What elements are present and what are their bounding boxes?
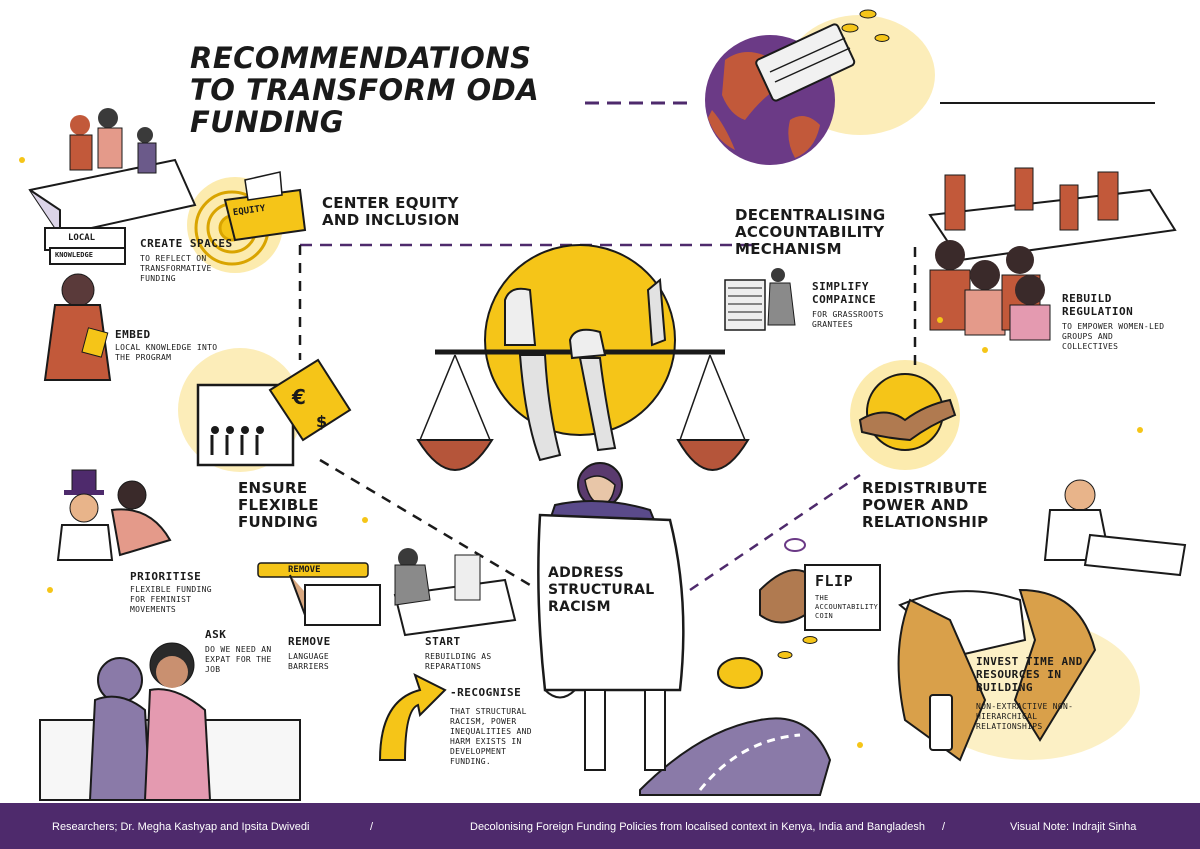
- theme-ensure-flexible: ENSURE FLEXIBLE FUNDING: [238, 479, 319, 531]
- note-start-text: REBUILDING AS REPARATIONS: [425, 652, 492, 671]
- equity-target-icon: [194, 171, 307, 266]
- prioritise-people-icon: [56, 469, 172, 561]
- redistribute-connector: [689, 473, 861, 592]
- theme-decentralising: DECENTRALISING ACCOUNTABILITY MECHANISM: [735, 206, 886, 258]
- footer-visual-note: Visual Note: Indrajit Sinha: [1010, 821, 1137, 833]
- rebuild-regulation-icon: [928, 167, 1177, 341]
- piggy-road-icon: [584, 636, 832, 796]
- note-simplify-text: FOR GRASSROOTS GRANTEES: [812, 310, 884, 329]
- note-remove-text: LANGUAGE BARRIERS: [288, 652, 329, 671]
- dot: [19, 157, 25, 163]
- note-ask: ASK DO WE NEED AN EXPAT FOR THE JOB: [205, 628, 290, 675]
- dollar-sign-icon: $: [316, 412, 328, 431]
- theme-address-racism: ADDRESS STRUCTURAL RACISM: [548, 565, 655, 615]
- remove-bar-label: REMOVE: [288, 565, 321, 575]
- note-prioritise-title: PRIORITISE: [130, 570, 202, 583]
- handshake-icon: [858, 373, 957, 451]
- note-remove-title: REMOVE: [288, 635, 331, 648]
- page-title: RECOMMENDATIONS TO TRANSFORM ODA FUNDING: [190, 41, 540, 139]
- remove-barriers-icon: [257, 562, 381, 626]
- footer-separator: /: [370, 821, 374, 833]
- theme-redistribute: REDISTRIBUTE POWER AND RELATIONSHIP: [862, 479, 989, 531]
- note-embed-title: EMBED: [115, 328, 151, 341]
- note-recognise-text: THAT STRUCTURAL RACISM, POWER INEQUALITI…: [450, 707, 532, 766]
- local-community-icon: [28, 108, 197, 381]
- note-flip: FLIP THE ACCOUNTABILITY COIN: [815, 573, 880, 621]
- note-ask-title: ASK: [205, 628, 227, 641]
- dot: [857, 742, 863, 748]
- note-rebuild-text: TO EMPOWER WOMEN-LED GROUPS AND COLLECTI…: [1062, 322, 1165, 351]
- footer-separator: /: [942, 821, 946, 833]
- note-embed-text: LOCAL KNOWLEDGE INTO THE PROGRAM: [115, 343, 218, 362]
- note-invest: INVEST TIME AND RESOURCES IN BUILDING NO…: [976, 655, 1091, 732]
- note-create-title: CREATE SPACES: [140, 237, 233, 250]
- dot: [982, 347, 988, 353]
- note-flip-title: FLIP: [815, 572, 854, 590]
- note-prioritise: PRIORITISE FLEXIBLE FUNDING FOR FEMINIST…: [130, 570, 225, 615]
- dot: [47, 587, 53, 593]
- theme-center-equity: CENTER EQUITY AND INCLUSION: [322, 194, 460, 229]
- euro-sign-icon: €: [292, 385, 306, 409]
- flexible-funding-icon: [196, 358, 352, 467]
- scroll-bearer-icon: [537, 462, 685, 699]
- ask-people-icon: [39, 642, 301, 801]
- footer-project: Decolonising Foreign Funding Policies fr…: [470, 821, 925, 833]
- note-remove: REMOVE LANGUAGE BARRIERS: [288, 635, 363, 672]
- note-prioritise-text: FLEXIBLE FUNDING FOR FEMINIST MOVEMENTS: [130, 585, 212, 614]
- recognise-arrow-icon: [378, 673, 447, 761]
- note-start: START REBUILDING AS REPARATIONS: [425, 635, 515, 672]
- globe-icon: [705, 9, 890, 165]
- note-create-text: TO REFLECT ON TRANSFORMATIVE FUNDING: [140, 254, 212, 283]
- footer-bar: Researchers; Dr. Megha Kashyap and Ipsit…: [0, 803, 1200, 849]
- note-simplify-title: SIMPLIFY COMPAINCE: [812, 280, 877, 306]
- note-ask-text: DO WE NEED AN EXPAT FOR THE JOB: [205, 645, 272, 674]
- dot: [937, 317, 943, 323]
- note-create-spaces: CREATE SPACES TO REFLECT ON TRANSFORMATI…: [140, 237, 235, 284]
- simplify-compliance-icon: [724, 268, 796, 331]
- note-recognise: -RECOGNISE THAT STRUCTURAL RACISM, POWER…: [450, 686, 550, 767]
- note-flip-text: THE ACCOUNTABILITY COIN: [815, 594, 879, 620]
- start-rebuilding-icon: [393, 548, 517, 637]
- note-simplify: SIMPLIFY COMPAINCE FOR GRASSROOTS GRANTE…: [812, 280, 912, 330]
- note-rebuild-title: REBUILD REGULATION: [1062, 292, 1134, 318]
- dot: [362, 517, 368, 523]
- invest-relationships-icon: [897, 479, 1187, 762]
- justice-scale-icon: [416, 244, 750, 471]
- dot: [1137, 427, 1143, 433]
- note-rebuild: REBUILD REGULATION TO EMPOWER WOMEN-LED …: [1062, 292, 1172, 352]
- flip-coin-icon: [759, 538, 881, 631]
- note-start-title: START: [425, 635, 461, 648]
- footer-researchers: Researchers; Dr. Megha Kashyap and Ipsit…: [52, 821, 310, 833]
- note-recognise-title: -RECOGNISE: [450, 686, 522, 699]
- note-invest-text: NON-EXTRACTIVE NON-HIERARCHICAL RELATION…: [976, 702, 1074, 731]
- flexible-connector: [319, 458, 531, 587]
- note-embed: EMBED LOCAL KNOWLEDGE INTO THE PROGRAM: [115, 328, 235, 363]
- note-invest-title: INVEST TIME AND RESOURCES IN BUILDING: [976, 655, 1083, 694]
- knowledge-board-label: KNOWLEDGE: [55, 251, 93, 259]
- local-board-label: LOCAL: [68, 233, 96, 243]
